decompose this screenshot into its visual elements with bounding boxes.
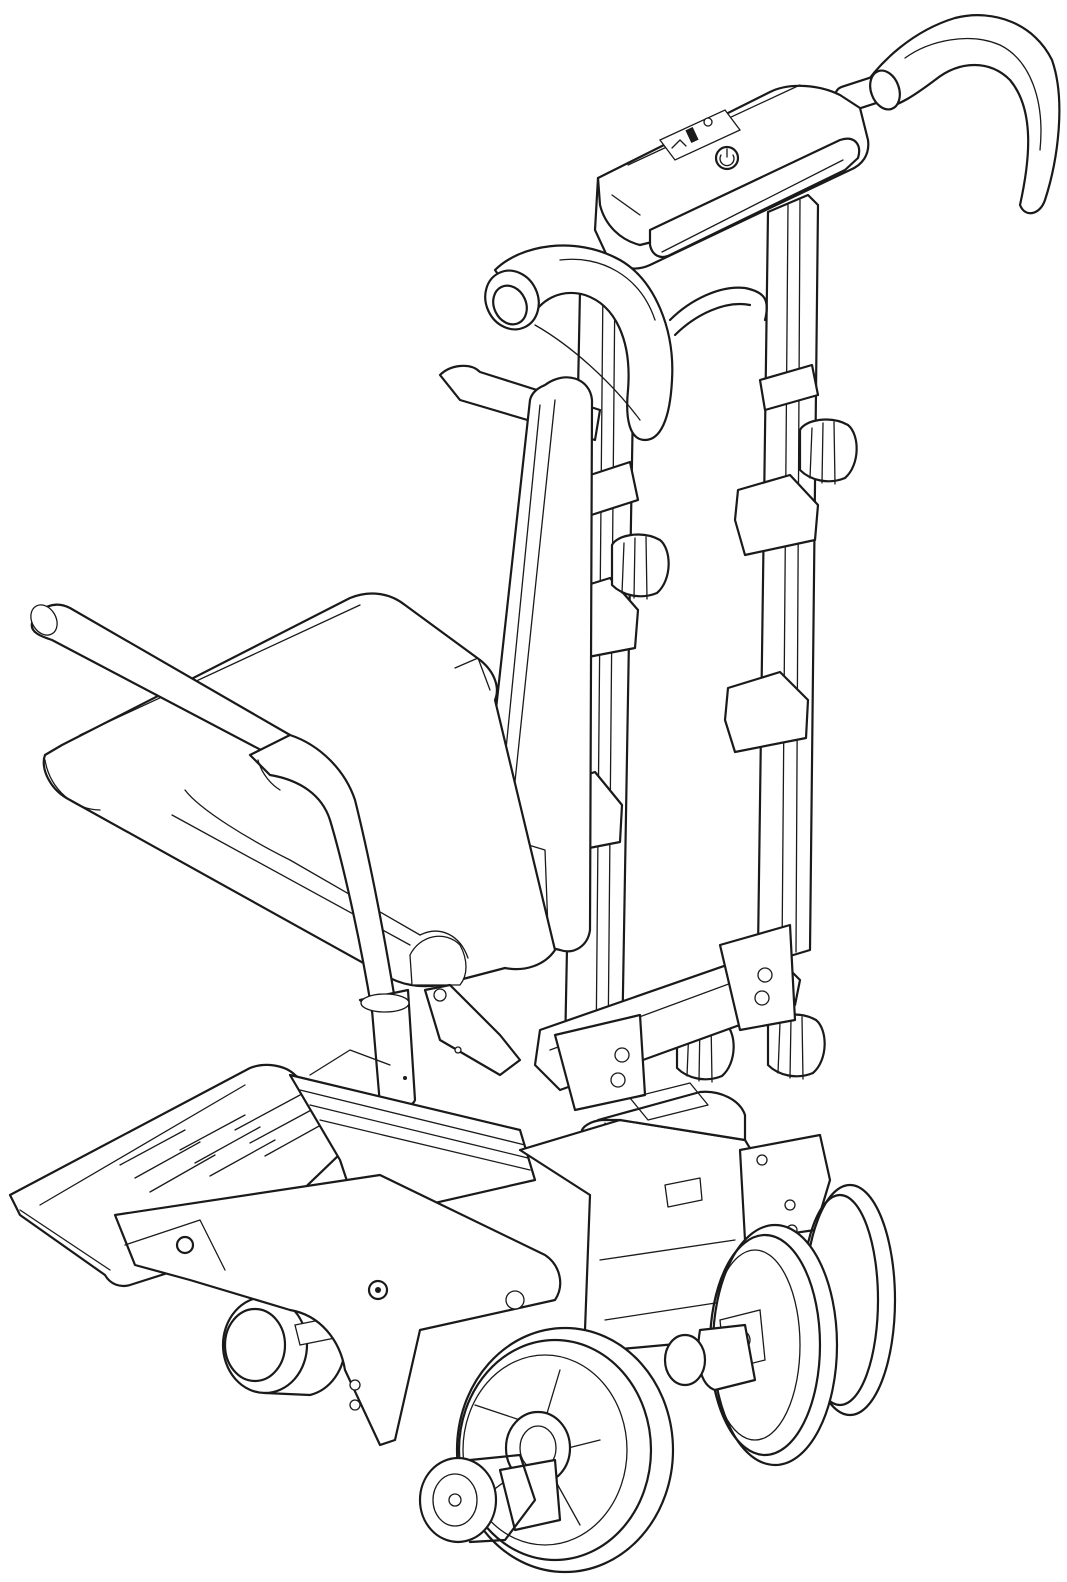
drive-unit — [113, 1082, 832, 1447]
armrest-left — [248, 733, 417, 1109]
rear-push-handle — [484, 244, 674, 442]
control-panel — [593, 84, 870, 270]
top-handle-grip — [833, 14, 1061, 215]
battery-icon — [685, 126, 699, 144]
settings-icon — [703, 117, 713, 127]
front-wheel — [418, 1326, 675, 1574]
power-icon — [714, 145, 740, 171]
telescopic-frame-right — [723, 193, 820, 964]
rear-wheel — [663, 1183, 897, 1467]
frame-joints — [423, 923, 802, 1112]
speed-icon — [671, 139, 687, 149]
